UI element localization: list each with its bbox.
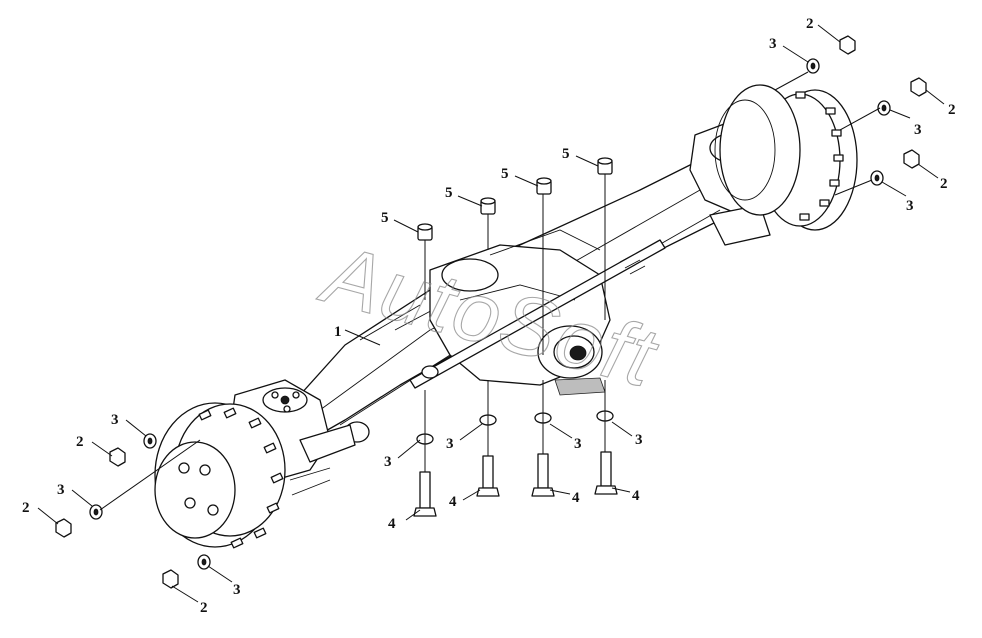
- washers: [89, 58, 891, 570]
- left-hub-studs: [198, 407, 284, 549]
- callout-3: 3: [384, 454, 392, 470]
- tie-rod: [409, 239, 666, 389]
- callout-3: 3: [635, 432, 643, 448]
- callout-2: 2: [76, 434, 84, 450]
- callout-5: 5: [445, 185, 453, 201]
- callout-3: 3: [446, 436, 454, 452]
- bolt: [594, 451, 618, 495]
- callout-3: 3: [111, 412, 119, 428]
- spacer: [480, 197, 496, 215]
- callout-4: 4: [388, 516, 396, 532]
- callout-3: 3: [57, 482, 65, 498]
- callout-2: 2: [22, 500, 30, 516]
- callout-3: 3: [769, 36, 777, 52]
- callout-1: 1: [334, 324, 342, 340]
- callout-3: 3: [906, 198, 914, 214]
- spacers: [417, 157, 613, 241]
- nuts: [55, 35, 927, 589]
- callout-5: 5: [562, 146, 570, 162]
- callout-2: 2: [806, 16, 814, 32]
- callout-3: 3: [233, 582, 241, 598]
- bolt: [413, 471, 437, 517]
- bolt: [531, 453, 555, 497]
- callout-3: 3: [574, 436, 582, 452]
- callout-4: 4: [449, 494, 457, 510]
- callout-2: 2: [948, 102, 956, 118]
- mounting-bolts: [413, 451, 618, 517]
- callout-4: 4: [632, 488, 640, 504]
- bolt: [476, 455, 500, 497]
- callout-2: 2: [940, 176, 948, 192]
- right-hub-studs: [795, 91, 844, 221]
- callout-2: 2: [200, 600, 208, 616]
- left-wheel-hub: [154, 402, 331, 549]
- callout-5: 5: [381, 210, 389, 226]
- spacer: [597, 157, 613, 175]
- callout-4: 4: [572, 490, 580, 506]
- callout-labels: 1 3 2 3 2 3 2 3 4 3 4 3 4 3 4 5 5 5 5 3 …: [22, 16, 956, 616]
- leader-lines: [37, 24, 945, 603]
- callout-5: 5: [501, 166, 509, 182]
- callout-3: 3: [914, 122, 922, 138]
- spacer: [536, 177, 552, 195]
- spacer: [417, 223, 433, 241]
